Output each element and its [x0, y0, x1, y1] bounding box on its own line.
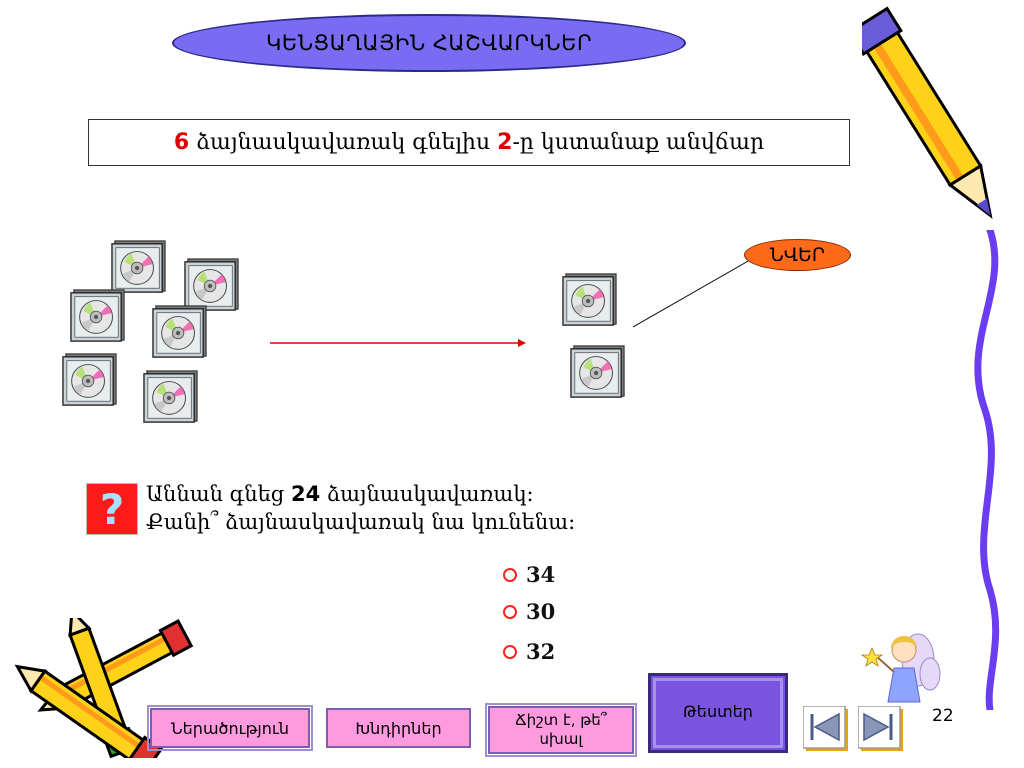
- decorative-squiggle: [974, 230, 1000, 710]
- page-title: ԿԵՆՑԱՂԱՅԻՆ ՀԱՇՎԱՐԿՆԵՐ: [172, 14, 686, 72]
- nav-problems-label: Խնդիրներ: [355, 718, 442, 738]
- answer-option-3[interactable]: 32: [503, 639, 555, 664]
- cd-icon: [61, 352, 119, 408]
- crossed-pencils-icon: [14, 618, 194, 758]
- cd-icon: [69, 288, 127, 344]
- question-text: Աննան գնեց 24 ձայնասկավառակ: Քանի՞ ձայնա…: [146, 480, 575, 536]
- radio-icon[interactable]: [503, 644, 517, 659]
- nav-problems-button[interactable]: Խնդիրներ: [326, 708, 471, 748]
- cd-icon: [561, 272, 619, 328]
- nav-intro-button[interactable]: Ներածություն: [147, 705, 313, 751]
- next-slide-button[interactable]: [858, 706, 904, 752]
- answer-option-label: 32: [526, 639, 556, 664]
- cd-icon: [151, 304, 209, 360]
- fairy-icon: [860, 633, 941, 703]
- nav-tests-label: Թեստեր: [683, 702, 753, 721]
- nav-intro-label: Ներածություն: [171, 718, 289, 738]
- nav-tests-button[interactable]: Թեստեր: [648, 673, 788, 753]
- nav-true-false-line-2: սխալ: [539, 730, 583, 748]
- statement-number-bought: 6: [173, 130, 190, 155]
- page-title-text: ԿԵՆՑԱՂԱՅԻՆ ՀԱՇՎԱՐԿՆԵՐ: [265, 31, 593, 55]
- cd-icon: [569, 344, 627, 400]
- gift-label: ՆՎԵՐ: [769, 244, 826, 266]
- previous-slide-button[interactable]: [803, 706, 849, 752]
- nav-true-false-label: Ճիշտ է, թե՞ սխալ: [515, 711, 607, 749]
- question-line-1-end: ձայնասկավառակ:: [320, 482, 534, 506]
- page-number: 22: [932, 706, 954, 726]
- statement-text-1: ձայնասկավառակ գնելիս: [189, 130, 498, 155]
- question-line-1: Աննան գնեց 24 ձայնասկավառակ:: [146, 480, 575, 508]
- gift-badge: ՆՎԵՐ: [744, 239, 851, 271]
- question-line-2: Քանի՞ ձայնասկավառակ նա կունենա:: [146, 510, 576, 534]
- statement-text-2: -ը կստանաք անվճար: [512, 130, 765, 155]
- cd-icon: [142, 369, 200, 425]
- radio-icon[interactable]: [503, 567, 517, 582]
- question-mark-icon: ?: [86, 483, 138, 535]
- question-line-1-start: Աննան գնեց: [146, 482, 291, 506]
- question-number: 24: [290, 482, 321, 506]
- answer-option-2[interactable]: 30: [503, 599, 555, 624]
- callout-line: [632, 259, 751, 328]
- pencil-icon: [862, 6, 993, 219]
- question-mark-glyph: ?: [99, 484, 125, 534]
- statement-number-free: 2: [497, 130, 513, 155]
- arrow-right-icon: [270, 339, 526, 347]
- nav-true-false-button[interactable]: Ճիշտ է, թե՞ սխալ: [485, 703, 637, 757]
- cd-icon: [110, 239, 168, 295]
- nav-true-false-line-1: Ճիշտ է, թե՞: [515, 711, 607, 729]
- radio-icon[interactable]: [503, 604, 517, 619]
- answer-option-label: 34: [526, 562, 556, 587]
- answer-option-1[interactable]: 34: [503, 562, 555, 587]
- answer-option-label: 30: [526, 599, 556, 624]
- problem-statement: 6 ձայնասկավառակ գնելիս 2 -ը կստանաք անվճ…: [88, 119, 850, 166]
